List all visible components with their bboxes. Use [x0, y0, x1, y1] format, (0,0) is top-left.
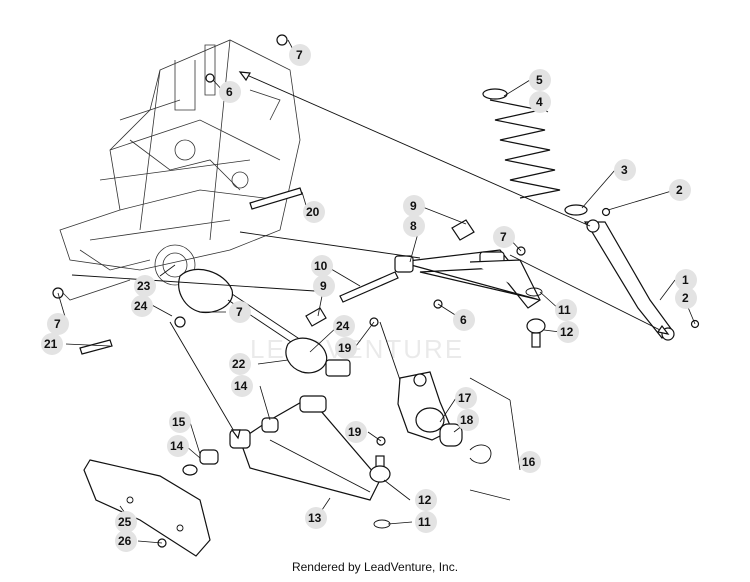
callout-20: 20	[306, 205, 320, 219]
callout-11: 11	[558, 303, 571, 317]
callout-6: 6	[460, 313, 467, 327]
callout-6: 6	[226, 85, 233, 99]
spring-retainer	[482, 88, 508, 100]
callout-24: 24	[336, 319, 350, 333]
callout-12: 12	[418, 493, 432, 507]
upper-a-arm	[394, 249, 541, 309]
callout-21: 21	[44, 337, 58, 351]
callout-7: 7	[54, 317, 61, 331]
callout-3: 3	[621, 163, 628, 177]
nut-top	[276, 34, 288, 46]
callout-8: 8	[410, 219, 417, 233]
callout-25: 25	[118, 515, 132, 529]
footer-credit: Rendered by LeadVenture, Inc.	[291, 560, 459, 574]
lower-bushing-a	[261, 417, 279, 433]
callout-13: 13	[308, 511, 322, 525]
callout-15: 15	[172, 415, 186, 429]
callout-4: 4	[536, 95, 543, 109]
long-bolt	[249, 187, 303, 210]
watermark: LEADVENTURE	[250, 334, 464, 364]
snap-ring	[469, 444, 492, 464]
spring-seat	[564, 204, 588, 216]
callout-2: 2	[676, 183, 683, 197]
mount-bolt	[79, 339, 113, 355]
lower-bushing	[305, 307, 327, 327]
ball-joint-lower	[369, 455, 391, 483]
assembly-arrows	[71, 71, 670, 440]
upper-bushing	[451, 219, 475, 241]
callout-22: 22	[232, 357, 246, 371]
callout-12: 12	[560, 325, 574, 339]
ball-joint-upper	[526, 318, 546, 348]
shock-absorber	[583, 219, 675, 341]
callout-16: 16	[522, 455, 536, 469]
callout-1: 1	[682, 273, 689, 287]
callout-26: 26	[118, 534, 132, 548]
callout-19: 19	[338, 341, 352, 355]
callout-18: 18	[460, 413, 474, 427]
callout-7: 7	[296, 48, 303, 62]
callout-10: 10	[314, 259, 328, 273]
wheel-bearing	[439, 423, 463, 447]
pivot-bolt	[339, 271, 399, 303]
callout-9: 9	[410, 199, 417, 213]
callout-14: 14	[234, 379, 248, 393]
callout-7: 7	[500, 230, 507, 244]
lower-a-arm	[229, 395, 381, 501]
circlip-lower	[373, 519, 391, 529]
axle-bolt	[174, 316, 186, 328]
callout-11: 11	[418, 515, 431, 529]
washer	[182, 464, 198, 476]
callout-group: 7 6 5 4 3 2 20 9 8 7 1 23 10 9 11 2 7 24…	[41, 44, 697, 552]
bearing-group-bracket	[469, 377, 521, 501]
callout-23: 23	[137, 279, 151, 293]
callout-2: 2	[682, 291, 689, 305]
callout-19: 19	[348, 425, 362, 439]
callout-17: 17	[458, 391, 472, 405]
steering-knuckle	[397, 371, 453, 441]
lower-bushing-b	[199, 449, 219, 465]
callout-14: 14	[170, 439, 184, 453]
bolt-top	[205, 73, 215, 83]
shock-bolt-upper	[601, 207, 611, 217]
circlip-upper	[525, 287, 543, 297]
skid-plate	[83, 459, 211, 557]
callout-9: 9	[320, 279, 327, 293]
drive-axle	[178, 268, 351, 377]
coil-spring	[489, 99, 561, 199]
callout-24: 24	[134, 299, 148, 313]
frame-assembly	[59, 39, 301, 301]
callout-7: 7	[236, 305, 243, 319]
callout-5: 5	[536, 73, 543, 87]
shock-assembly	[482, 88, 700, 341]
